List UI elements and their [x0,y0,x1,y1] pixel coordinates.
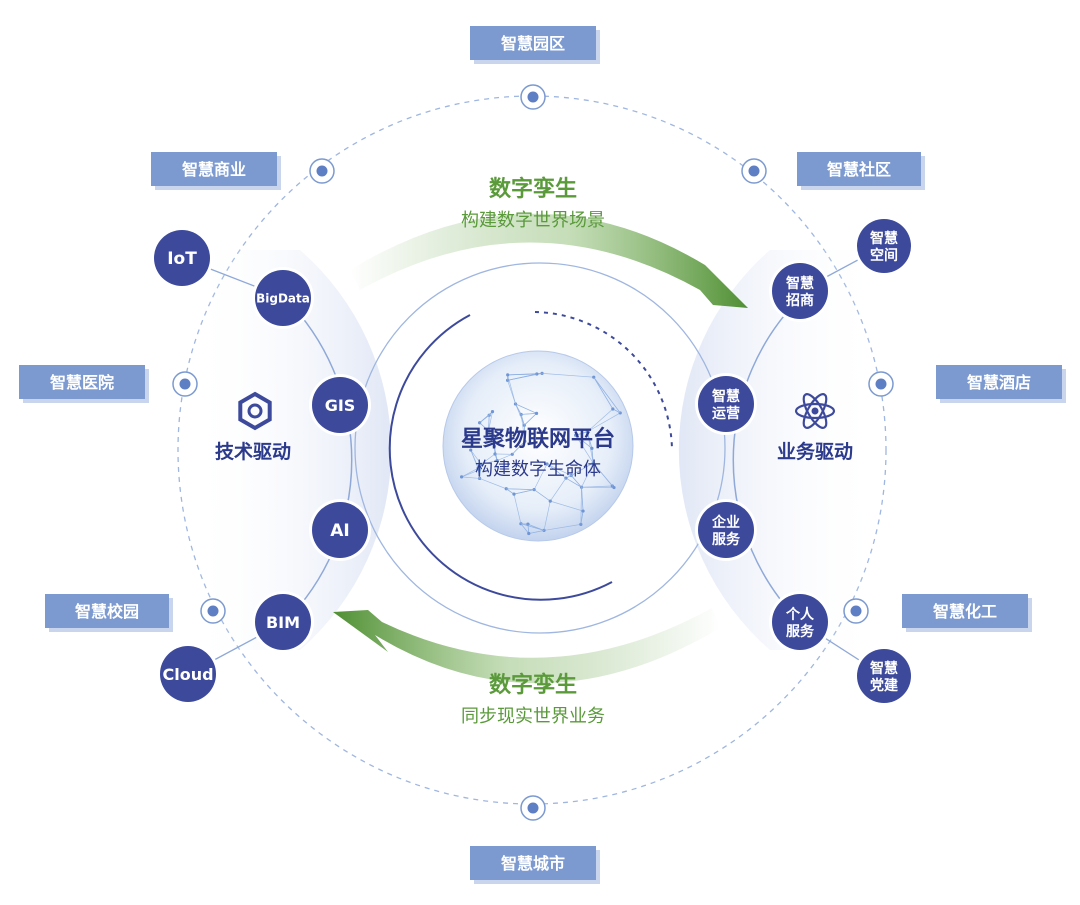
tech-node-ai[interactable]: AI [309,499,371,561]
business-node-label-personal-1: 服务 [786,623,815,640]
business-node-label-personal-0: 个人 [785,606,815,623]
tech-node-bim[interactable]: BIM [252,591,314,653]
business-arc [732,297,801,623]
scene-hospital[interactable]: 智慧医院 [19,365,149,403]
platform-title: 星聚物联网平台 [461,426,615,452]
tech-node-label-iot: IoT [167,249,197,269]
tech-node-label-bim: BIM [266,613,300,632]
business-node-label-operation-0: 智慧 [711,388,740,405]
scene-dot-chemical [843,598,869,624]
scene-label-city: 智慧城市 [501,854,565,873]
top-arrow [350,213,748,308]
tech-node-label-gis: GIS [325,396,356,415]
tech-node-cloud[interactable]: Cloud [157,643,219,705]
tech-node-label-ai: AI [330,521,349,541]
scene-label-chemical: 智慧化工 [933,602,997,621]
atom-icon [794,393,836,429]
inner-ring-left [388,314,613,601]
business-node-label-operation-1: 运营 [712,405,740,422]
tech-arc [284,297,353,623]
scene-dot-hospital [172,371,198,397]
scene-dot-commerce [309,158,335,184]
scene-dot-community [741,158,767,184]
scene-label-hotel: 智慧酒店 [967,373,1031,392]
outer-dashed-ring [177,95,887,805]
scene-city[interactable]: 智慧城市 [470,846,600,884]
middle-ring [354,262,726,634]
business-drive-label: 业务驱动 [777,440,853,463]
tech-node-gis[interactable]: GIS [309,374,371,436]
platform-subtitle: 构建数字生命体 [475,459,601,480]
scene-dot-campus [200,598,226,624]
scene-park[interactable]: 智慧园区 [470,26,600,64]
business-node-label-enterprise-1: 服务 [712,531,741,548]
scene-community[interactable]: 智慧社区 [797,152,925,190]
scene-chemical[interactable]: 智慧化工 [902,594,1032,632]
business-node-label-party-1: 党建 [870,677,898,694]
business-node-label-space-1: 空间 [870,247,898,264]
platform-sphere [442,350,634,542]
scene-label-park: 智慧园区 [501,34,565,53]
scene-commerce[interactable]: 智慧商业 [151,152,281,190]
business-node-label-space-0: 智慧 [869,230,898,247]
tech-node-label-cloud: Cloud [162,665,213,684]
business-node-label-investment-0: 智慧 [785,275,814,292]
top-arrow-title: 数字孪生 [489,176,577,202]
scene-campus[interactable]: 智慧校园 [45,594,173,632]
scene-label-hospital: 智慧医院 [50,373,114,392]
scene-label-community: 智慧社区 [827,160,891,179]
bottom-arrow-title: 数字孪生 [489,672,577,698]
scene-dot-park [520,84,546,110]
bottom-arrow-subtitle: 同步现实世界业务 [461,706,605,727]
business-node-label-enterprise-0: 企业 [711,514,740,531]
tech-node-iot[interactable]: IoT [151,227,213,289]
tech-drive-label: 技术驱动 [215,440,291,463]
scene-label-campus: 智慧校园 [75,602,139,621]
top-arrow-subtitle: 构建数字世界场景 [461,210,605,231]
inner-ring-dashed [534,311,673,451]
business-node-label-party-0: 智慧 [869,660,898,677]
scene-dot-city [520,795,546,821]
scene-dot-hotel [868,371,894,397]
hexagon-ring-icon [238,391,272,431]
scene-label-commerce: 智慧商业 [182,160,246,179]
tech-node-label-bigdata: BigData [256,291,310,305]
bottom-arrow [333,608,720,684]
tech-node-bigdata[interactable]: BigData [252,267,314,329]
scene-hotel[interactable]: 智慧酒店 [936,365,1066,403]
business-node-label-investment-1: 招商 [786,292,814,309]
